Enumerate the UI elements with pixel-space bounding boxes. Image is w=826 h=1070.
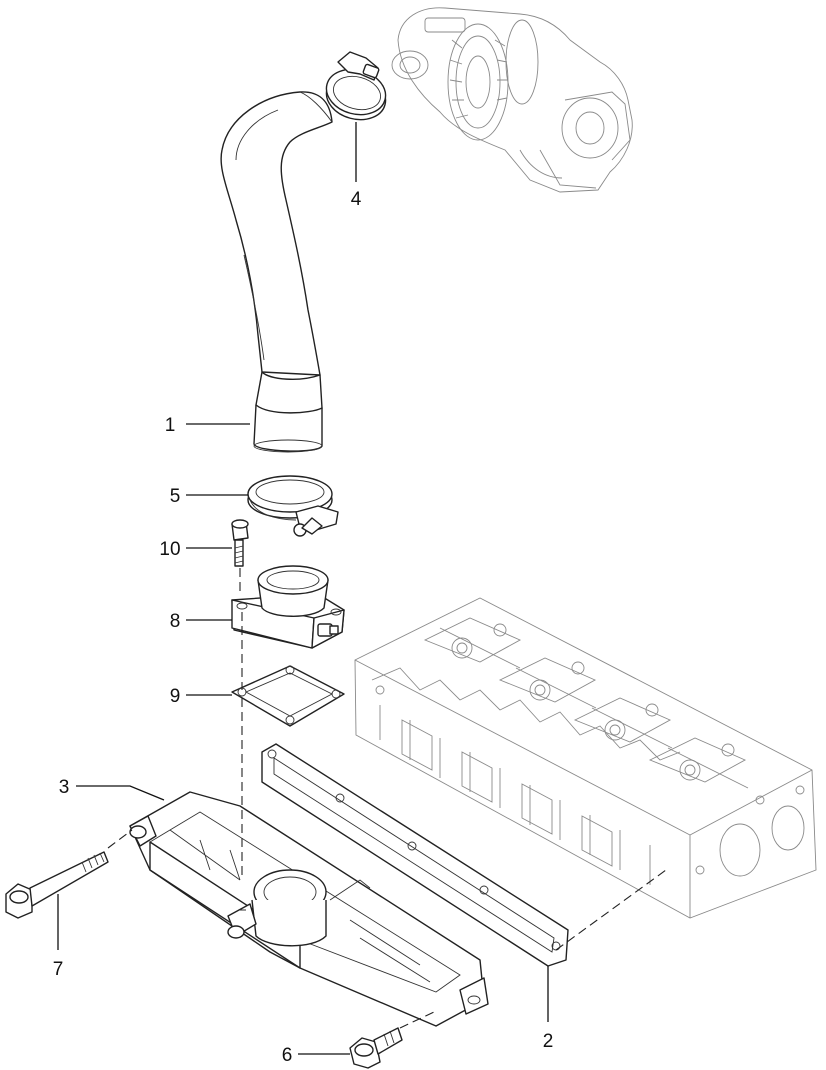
hose-clamp-part-4 <box>325 51 387 121</box>
bolt-part-10 <box>231 519 249 567</box>
bolt-part-7 <box>5 851 109 919</box>
callout-leader-lines <box>57 122 549 1055</box>
callout-1: 1 <box>165 415 176 436</box>
hose-part-1 <box>220 91 333 453</box>
callout-5: 5 <box>170 486 181 507</box>
callout-7: 7 <box>53 959 64 980</box>
callout-4: 4 <box>351 189 362 210</box>
water-manifold-part-3 <box>129 791 489 1027</box>
manifold-gasket-part-2 <box>261 743 569 967</box>
hose-clamp-part-5 <box>247 475 339 537</box>
callout-9: 9 <box>170 686 181 707</box>
callout-2: 2 <box>543 1031 554 1052</box>
assembly-alignment-lines <box>107 568 667 1029</box>
turbocharger-illustration <box>391 7 633 193</box>
callout-labels: 1 5 10 8 9 3 7 6 2 4 <box>53 189 554 1066</box>
callout-3: 3 <box>59 777 70 798</box>
water-outlet-flange-part-8 <box>231 565 345 649</box>
bolt-part-6 <box>349 1027 403 1069</box>
cylinder-head-illustration <box>354 597 817 919</box>
callout-8: 8 <box>170 611 181 632</box>
callout-6: 6 <box>282 1045 293 1066</box>
callout-10: 10 <box>159 539 180 560</box>
gasket-part-9 <box>231 665 345 727</box>
